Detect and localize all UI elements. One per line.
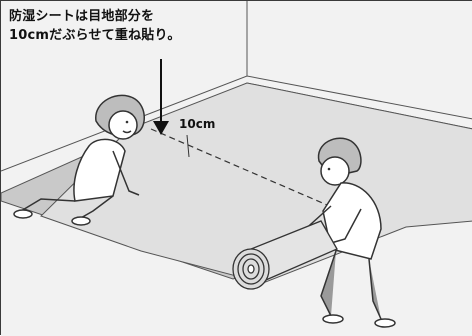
measure-tick (186, 134, 190, 158)
caption-line-1: 防湿シートは目地部分を (9, 9, 155, 24)
overlap-measure-label: 10cm (179, 117, 216, 131)
sheet-roll (232, 220, 338, 290)
pointer-arrowhead (153, 121, 169, 135)
instruction-caption: 防湿シートは目地部分を 10cmだぶらせて重ね貼り。 (9, 7, 249, 45)
floor-edge-line (1, 75, 472, 172)
caption-line-2: 10cmだぶらせて重ね貼り。 (9, 28, 181, 43)
woman-figure (13, 94, 145, 226)
overlap-seam-line (150, 128, 342, 212)
